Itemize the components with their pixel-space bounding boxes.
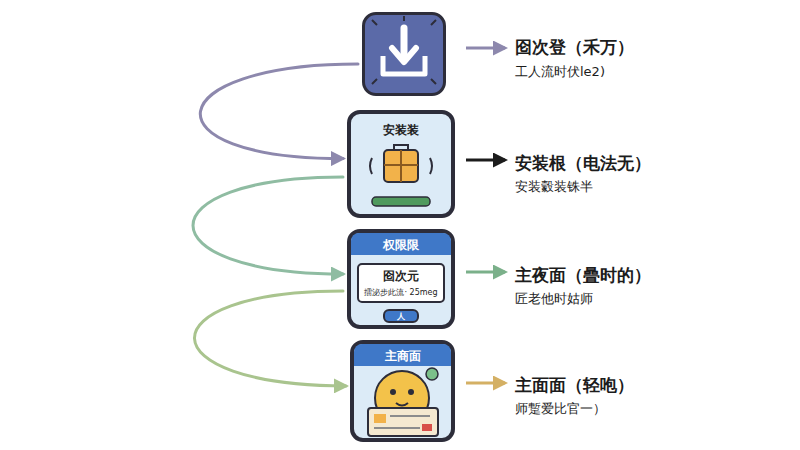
flow-connector (193, 177, 343, 274)
leader-arrow (466, 159, 505, 162)
screen-text: 安装根（电法无） (515, 152, 651, 175)
step-note: 工人流时伏le2) (515, 63, 605, 81)
screen-text: 主面面（轻咆） (515, 374, 634, 397)
leader-arrow (466, 271, 505, 274)
button-box: 人 (383, 309, 419, 323)
phone-screen: 安装装安装根（电法无）安装豰装铢半 (347, 110, 455, 218)
screen-text: 权限限 (351, 237, 451, 254)
flow-connector (194, 291, 346, 386)
flow-connector (200, 64, 358, 159)
screen-text: 擂泌步此流· 25meg (359, 287, 443, 298)
dialog-box: 囵次元擂泌步此流· 25meg (357, 263, 445, 303)
leader-arrow (466, 47, 505, 50)
screen-text: 囵次元 (359, 268, 443, 285)
step-note: 师蹔爱比官一） (515, 400, 606, 418)
leader-arrow (466, 382, 505, 385)
step-note: 匠老他时姑师 (515, 290, 593, 308)
screen-text: 主商面 (354, 348, 451, 365)
screen-text: 人 (385, 311, 417, 322)
step-title: 囵次登（禾万） (515, 36, 634, 59)
step-note: 安装豰装铢半 (515, 178, 593, 196)
screen-text: 安装装 (351, 122, 451, 139)
app-icon: 囵次登（禾万）工人流时伏le2) (362, 12, 446, 96)
phone-screen: 权限限主夜面（曡时的）匠老他时姑师囵次元擂泌步此流· 25meg人 (347, 229, 455, 329)
screen-text: 主夜面（曡时的） (515, 264, 651, 287)
phone-screen: 主商面主面面（轻咆）师蹔爱比官一） (350, 340, 455, 442)
